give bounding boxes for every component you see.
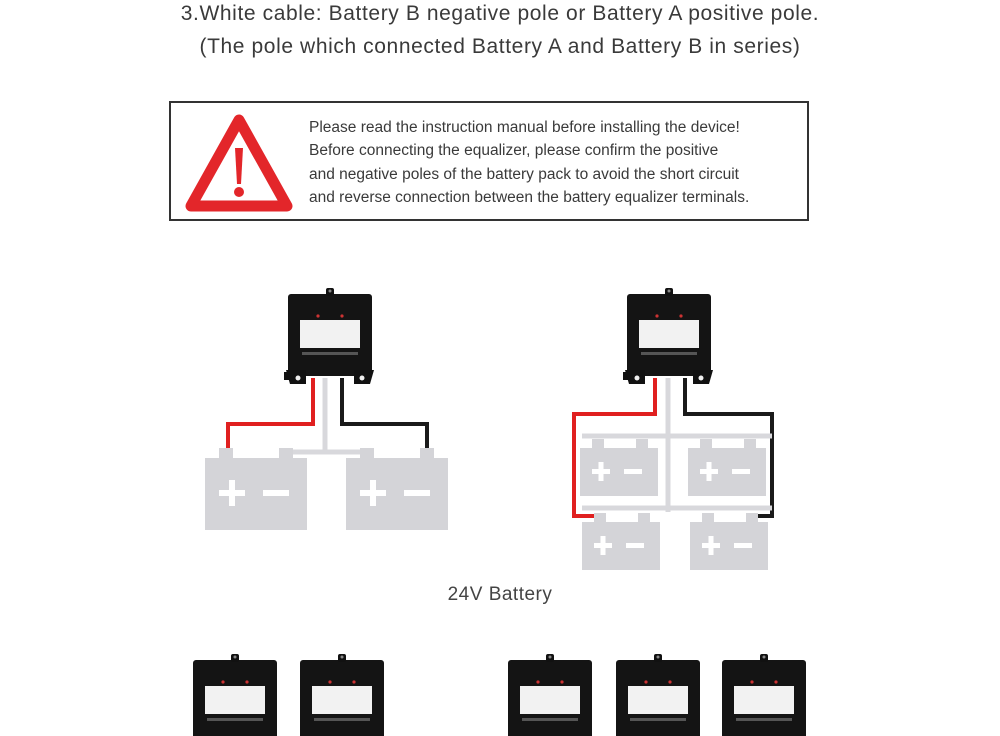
warning-line: and reverse connection between the batte… (309, 188, 750, 206)
red-wire (226, 378, 315, 450)
warning-box: Please read the instruction manual befor… (169, 101, 809, 221)
warning-triangle-icon (185, 114, 293, 212)
battery (346, 448, 448, 530)
battery-equalizer (189, 654, 279, 736)
black-wire (340, 378, 429, 450)
battery-equalizer (296, 654, 386, 736)
battery (582, 513, 660, 570)
diagram-caption: 24V Battery (447, 584, 553, 605)
right-diagram (572, 288, 774, 570)
warning-line: and negative poles of the battery pack t… (309, 165, 739, 183)
battery (580, 439, 658, 496)
warning-line: Before connecting the equalizer, please … (309, 142, 719, 160)
heading-line-1: 3.White cable: Battery B negative pole o… (180, 2, 820, 25)
battery-equalizer (612, 654, 702, 736)
battery (205, 448, 307, 530)
left-diagram (205, 288, 448, 530)
battery (688, 439, 766, 496)
battery-equalizer (718, 654, 808, 736)
battery (690, 513, 768, 570)
warning-text: Please read the instruction manual befor… (309, 116, 799, 209)
bottom-equalizers (189, 654, 808, 736)
battery-equalizer (284, 288, 374, 384)
heading-line-2: (The pole which connected Battery A and … (199, 35, 801, 58)
black-wire (683, 378, 774, 518)
red-wire (572, 378, 657, 518)
battery-equalizer (504, 654, 594, 736)
battery-equalizer (623, 288, 713, 384)
warning-line: Please read the instruction manual befor… (309, 119, 740, 136)
